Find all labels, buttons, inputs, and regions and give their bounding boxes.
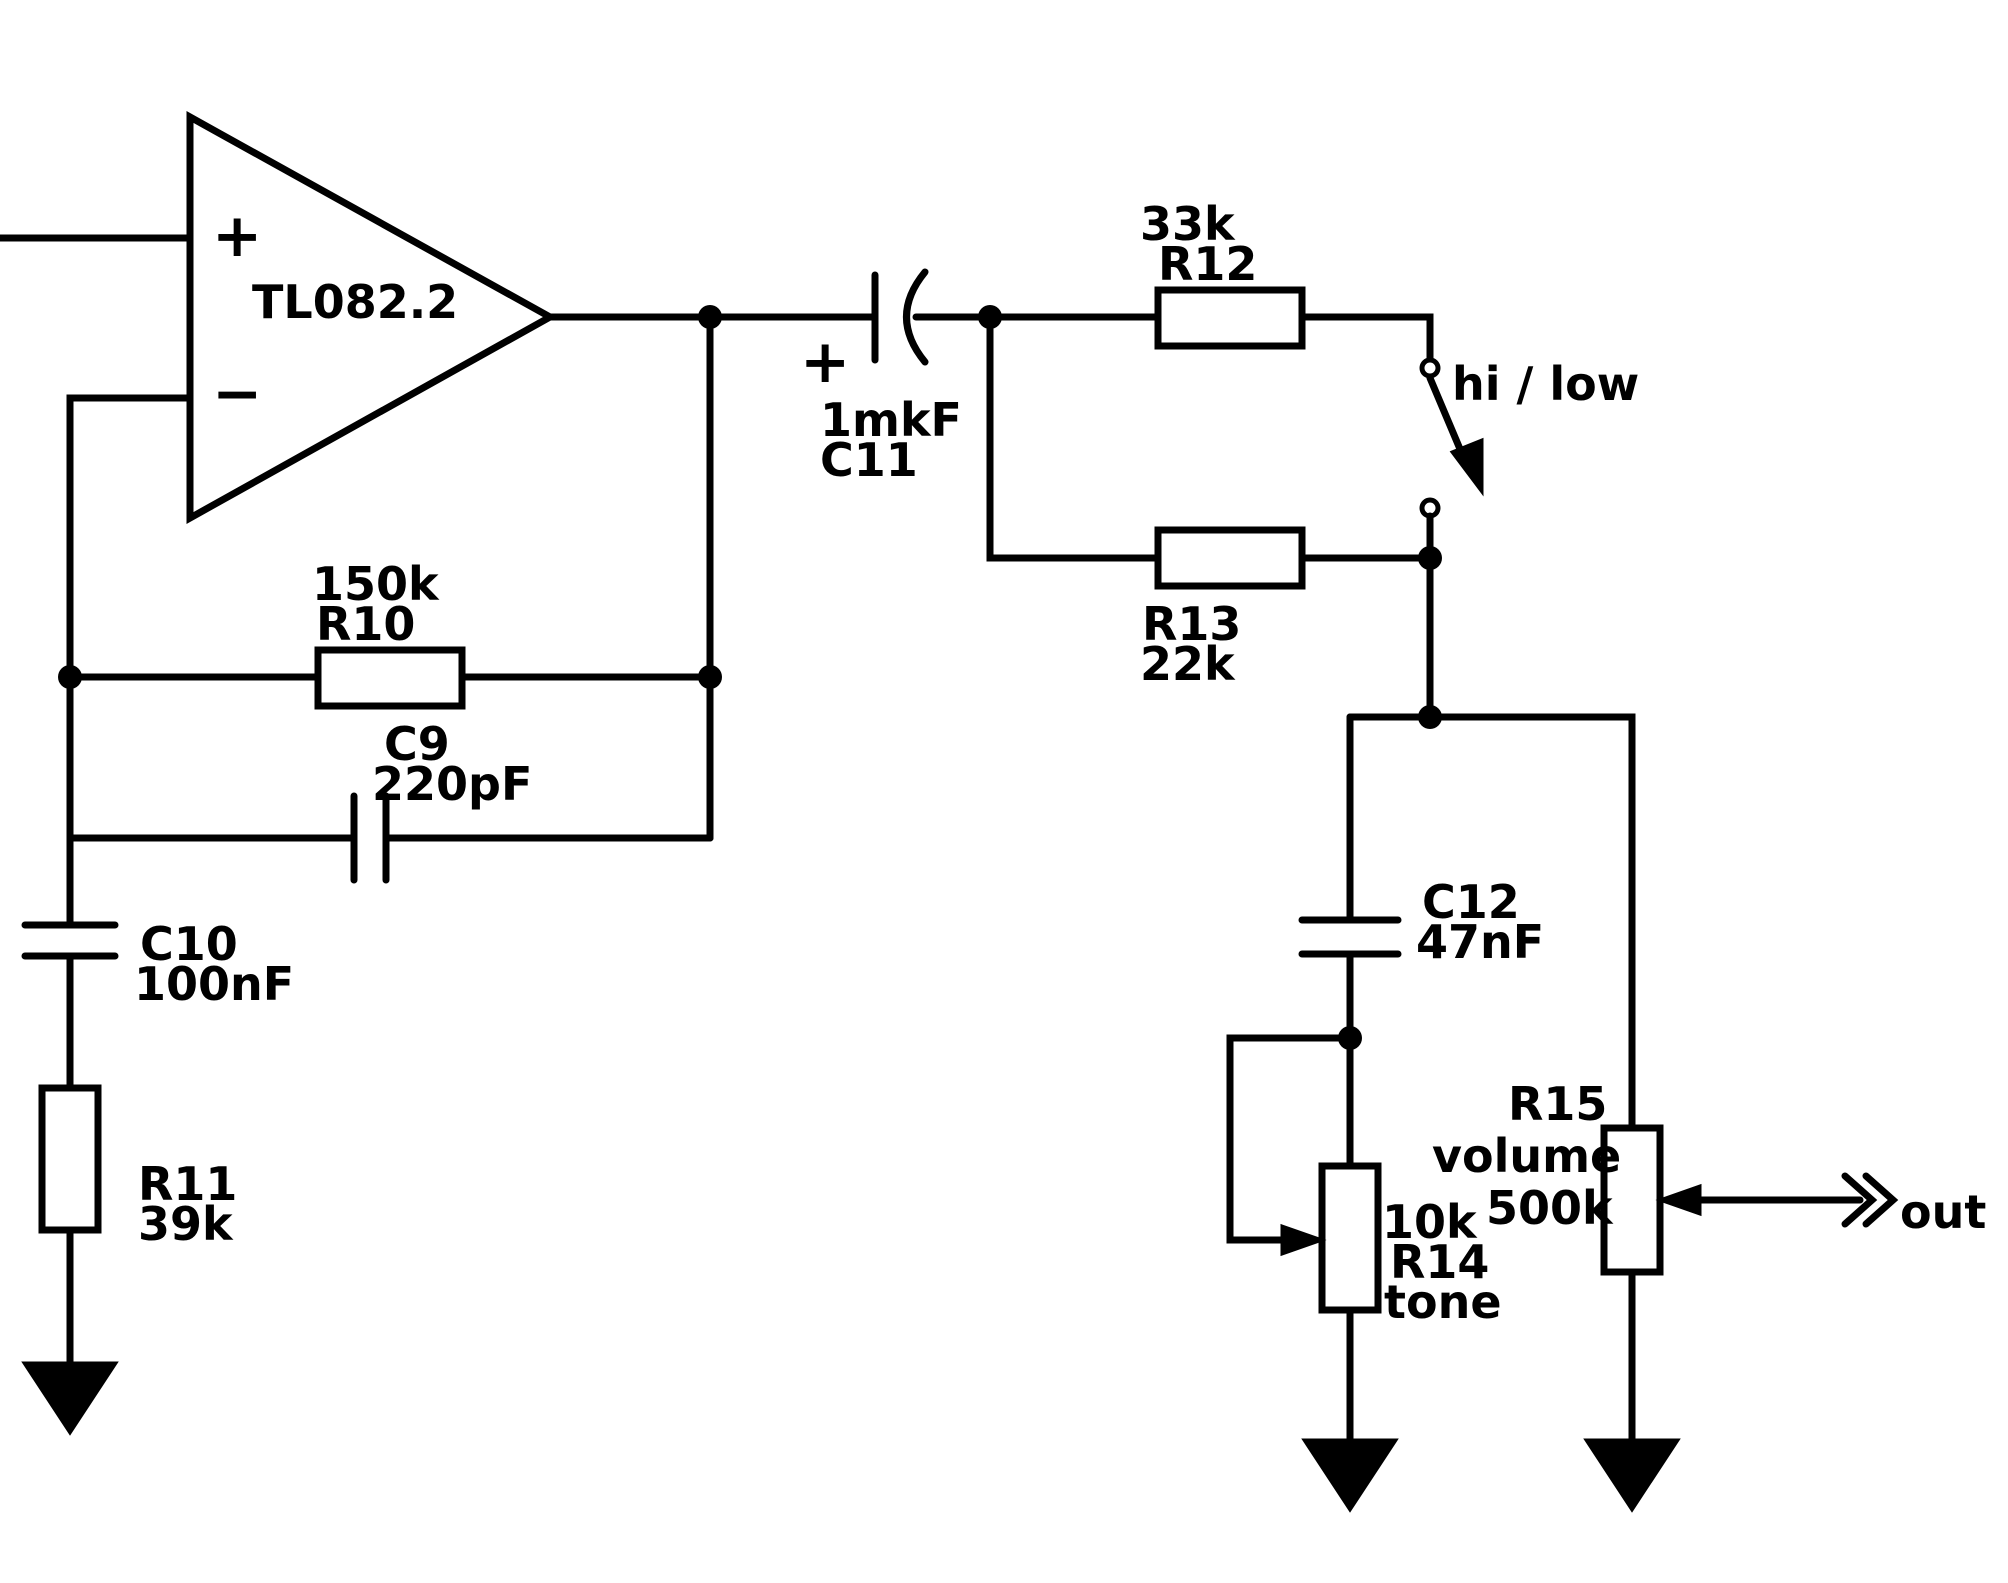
ground-symbol-1 bbox=[21, 1361, 119, 1436]
junction-node bbox=[1418, 546, 1442, 570]
c12-capacitor bbox=[1298, 713, 1402, 1170]
c12-value: 47nF bbox=[1416, 915, 1544, 969]
r13-value: 22k bbox=[1140, 637, 1236, 691]
switch-arrowhead bbox=[1449, 437, 1484, 497]
junction-node bbox=[1338, 1026, 1362, 1050]
r15-ref: R15 bbox=[1508, 1077, 1607, 1131]
c10-capacitor bbox=[21, 834, 119, 1367]
r12-value: 33k bbox=[1140, 197, 1236, 251]
junction-node bbox=[698, 305, 722, 329]
r14-wiper-arrow bbox=[1280, 1223, 1327, 1257]
switch-contact-top bbox=[1419, 357, 1441, 379]
top-bus-wire bbox=[1346, 713, 1636, 1132]
c11-curved-plate bbox=[903, 268, 929, 366]
opamp-label: TL082.2 bbox=[252, 275, 458, 329]
c11-ref: C11 bbox=[820, 433, 918, 487]
opamp-minus-sign: − bbox=[212, 359, 262, 429]
r15-function: volume bbox=[1432, 1129, 1621, 1183]
inverting-input-wire bbox=[66, 394, 194, 842]
opamp-tl082: + − TL082.2 bbox=[186, 111, 558, 524]
r12-ref: R12 bbox=[1158, 237, 1257, 291]
c12-ref: C12 bbox=[1422, 875, 1520, 929]
r13-resistor bbox=[1154, 526, 1306, 590]
r15-wiper-arrow bbox=[1655, 1183, 1702, 1217]
junction-node bbox=[1418, 705, 1442, 729]
c11-polarity: + bbox=[800, 327, 850, 397]
r13-wires bbox=[986, 313, 1434, 562]
r14-wiper-wire bbox=[1226, 1034, 1354, 1244]
r11-resistor bbox=[38, 1084, 102, 1234]
ground-symbol-3 bbox=[1583, 1438, 1681, 1513]
junction-nodes bbox=[58, 305, 1442, 1050]
r14-potentiometer bbox=[1318, 1162, 1382, 1314]
junction-node bbox=[978, 305, 1002, 329]
r10-value: 150k bbox=[312, 557, 440, 611]
r12-right-wire bbox=[1298, 313, 1434, 372]
r11-ref: R11 bbox=[138, 1157, 237, 1211]
c11-value: 1mkF bbox=[820, 393, 962, 447]
c9-capacitor bbox=[350, 792, 390, 884]
r14-function: tone bbox=[1384, 1275, 1502, 1329]
junction-node bbox=[698, 665, 722, 689]
r15-value: 500k bbox=[1486, 1181, 1614, 1235]
output-port-icon bbox=[1841, 1172, 1899, 1228]
opamp-plus-sign: + bbox=[212, 201, 262, 271]
r14-ref: R14 bbox=[1390, 1235, 1489, 1289]
r13-ref: R13 bbox=[1142, 597, 1241, 651]
r11-value: 39k bbox=[138, 1197, 234, 1251]
r10-ref: R10 bbox=[316, 597, 415, 651]
c10-ref: C10 bbox=[140, 917, 238, 971]
c10-value: 100nF bbox=[134, 957, 294, 1011]
c9-ref: C9 bbox=[384, 717, 450, 771]
ground-symbol-2 bbox=[1301, 1438, 1399, 1513]
output-label: out bbox=[1900, 1185, 1986, 1239]
r12-resistor bbox=[1154, 286, 1306, 350]
junction-node bbox=[58, 665, 82, 689]
c9-value: 220pF bbox=[372, 757, 532, 811]
hi-low-switch bbox=[1419, 357, 1484, 721]
r10-resistor bbox=[314, 646, 466, 710]
switch-label: hi / low bbox=[1452, 357, 1639, 411]
r14-value: 10k bbox=[1382, 1195, 1478, 1249]
